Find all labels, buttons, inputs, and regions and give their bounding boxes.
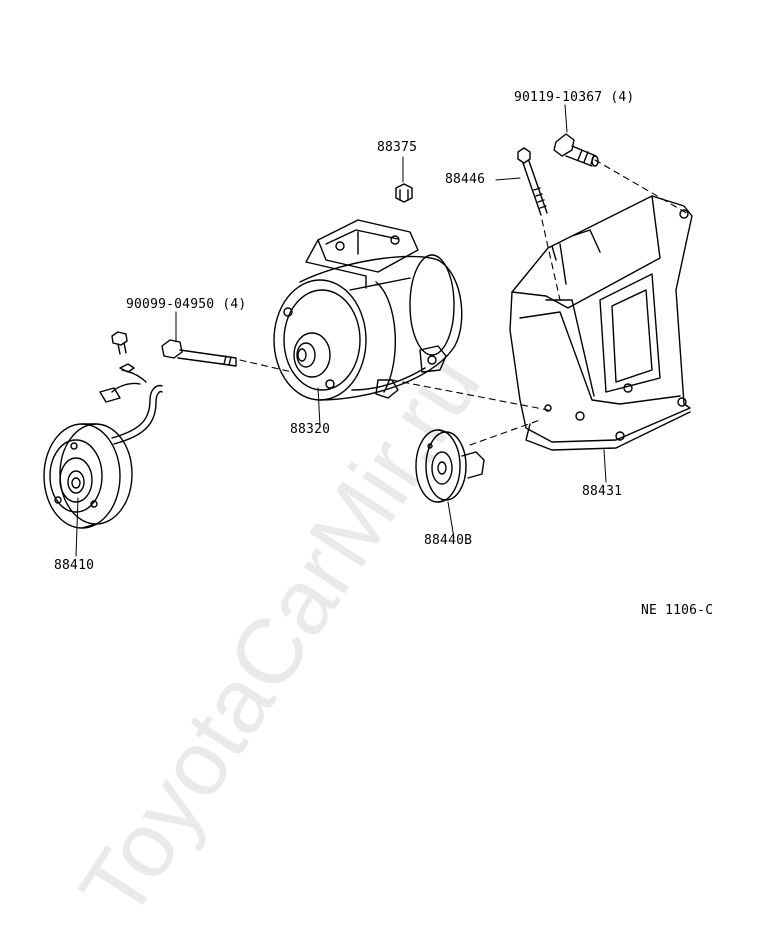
part-label-88431: 88431 (582, 484, 623, 499)
part-label-88446: 88446 (445, 172, 486, 187)
bracket-88431-icon (509, 195, 693, 451)
part-label-90119-10367: 90119-10367 (4) (514, 90, 635, 105)
part-label-90099-04950: 90099-04950 (4) (126, 297, 247, 312)
valve-cap-88375-icon (395, 183, 413, 203)
leader-lines (75, 104, 607, 557)
bolt-90099-icon (161, 339, 237, 367)
part-label-88410: 88410 (54, 558, 95, 573)
bolt-90119-icon (553, 133, 599, 167)
compressor-88320-icon (273, 219, 463, 401)
part-label-88320: 88320 (290, 422, 331, 437)
idler-pulley-88440B-icon (415, 429, 485, 503)
assembly-lines (239, 159, 691, 446)
stud-bolt-88446-icon (517, 147, 548, 216)
screw-icon (111, 331, 128, 355)
magnetic-clutch-88410-icon (43, 363, 163, 529)
diagram-code: NE 1106-C (641, 603, 714, 618)
part-label-88375: 88375 (377, 140, 418, 155)
part-label-88440B: 88440B (424, 533, 473, 548)
